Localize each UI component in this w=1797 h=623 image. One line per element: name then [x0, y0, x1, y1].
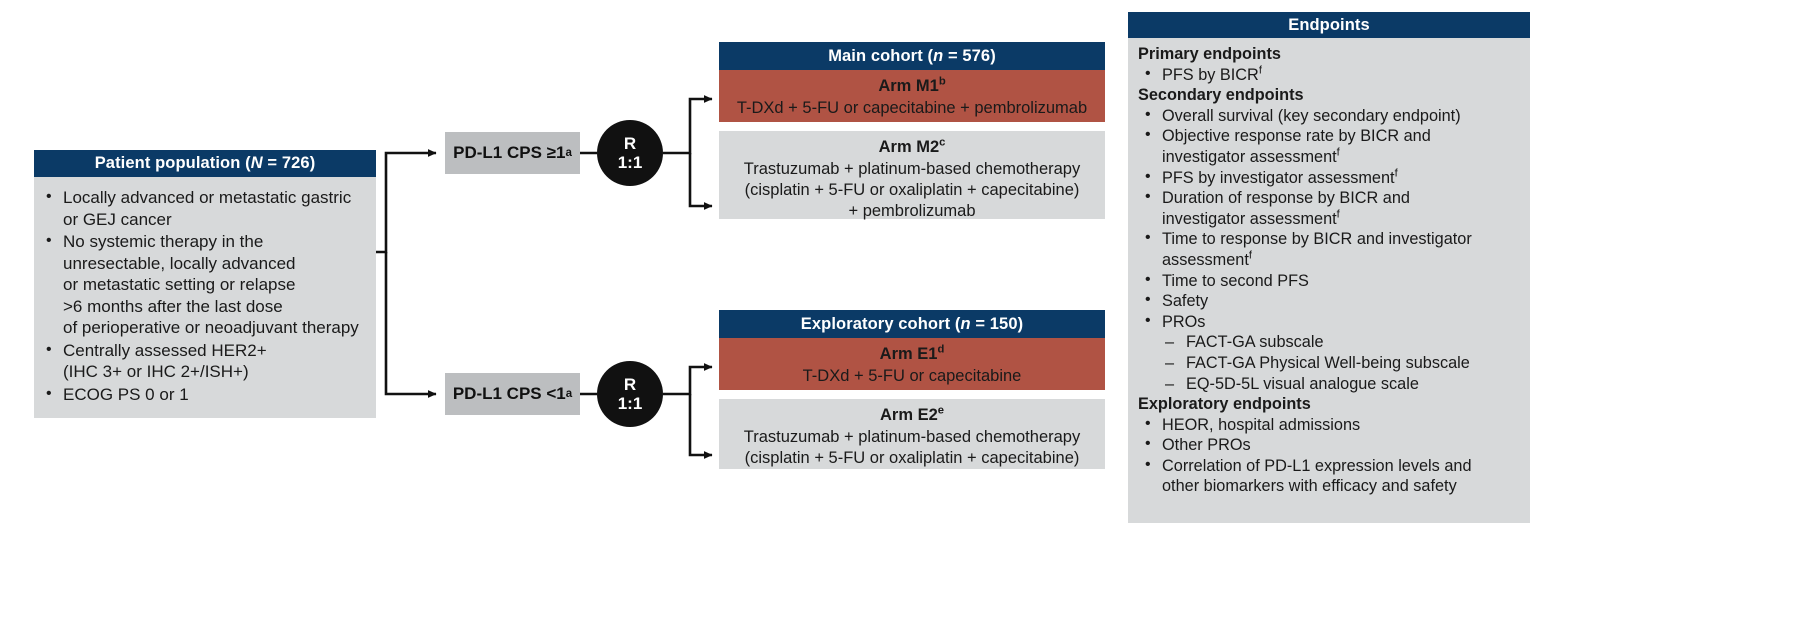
- footnote-marker: f: [1394, 167, 1398, 180]
- list-item: FACT-GA Physical Well-being subscale: [1138, 353, 1522, 374]
- secondary-endpoints-title: Secondary endpoints: [1138, 86, 1304, 105]
- list-item: Safety: [1138, 290, 1522, 312]
- exploratory-endpoints-list: HEOR, hospital admissions Other PROs Cor…: [1138, 414, 1522, 497]
- list-item: PFS by BICRf: [1138, 64, 1522, 86]
- list-item: PFS by investigator assessmentf: [1138, 167, 1522, 189]
- list-item: Other PROs: [1138, 434, 1522, 456]
- endpoints-body: Primary endpoints PFS by BICRf Secondary…: [1128, 38, 1530, 523]
- arm-e1-regimen-line: T-DXd + 5-FU or capecitabine: [802, 367, 1022, 385]
- footnote-marker: b: [938, 75, 946, 88]
- footnote-marker: f: [1336, 146, 1340, 159]
- list-item: ECOG PS 0 or 1: [42, 383, 368, 406]
- endpoints-panel: Endpoints Primary endpoints PFS by BICRf…: [1128, 12, 1530, 523]
- arm-e1-box: Arm E1d T-DXd + 5-FU or capecitabine: [719, 338, 1105, 390]
- footnote-marker: f: [1336, 208, 1340, 221]
- arm-e1-title: Arm E1d: [879, 343, 945, 363]
- list-item: Time to response by BICR and investigato…: [1138, 228, 1522, 270]
- randomization-letter: R: [623, 134, 637, 153]
- list-item: Duration of response by BICR and investi…: [1138, 187, 1522, 229]
- footnote-marker: e: [937, 404, 945, 417]
- footnote-marker: f: [1248, 249, 1252, 262]
- arm-m2-box: Arm M2c Trastuzumab + platinum-based che…: [719, 131, 1105, 220]
- arm-e2-regimen-line: Trastuzumab + platinum-based chemotherap…: [743, 428, 1081, 446]
- list-item: Overall survival (key secondary endpoint…: [1138, 105, 1522, 127]
- stratum-label: PD-L1 CPS <1: [452, 384, 566, 403]
- patient-population-body: Locally advanced or metastatic gastric o…: [34, 177, 376, 418]
- list-item: No systemic therapy in the unresectable,…: [42, 230, 368, 339]
- arm-m2-title: Arm M2c: [878, 136, 946, 156]
- exploratory-cohort-header: Exploratory cohort (n = 150): [719, 310, 1105, 338]
- patient-population-header: Patient population (N = 726): [34, 150, 376, 177]
- arm-m2-regimen-line: Trastuzumab + platinum-based chemotherap…: [743, 160, 1081, 178]
- randomization-node-exploratory: R 1:1: [597, 361, 663, 427]
- list-item: Correlation of PD-L1 expression levels a…: [1138, 455, 1522, 497]
- main-cohort-block: Main cohort (n = 576) Arm M1b T-DXd + 5-…: [719, 42, 1105, 220]
- arm-e2-box: Arm E2e Trastuzumab + platinum-based che…: [719, 399, 1105, 469]
- list-item: Centrally assessed HER2+ (IHC 3+ or IHC …: [42, 339, 368, 383]
- randomization-letter: R: [623, 375, 637, 394]
- footnote-marker: f: [1258, 64, 1262, 77]
- footnote-marker: d: [937, 343, 945, 356]
- exploratory-cohort-block: Exploratory cohort (n = 150) Arm E1d T-D…: [719, 310, 1105, 469]
- patient-population-criteria-list: Locally advanced or metastatic gastric o…: [42, 186, 368, 406]
- pro-subitems-list: FACT-GA subscale FACT-GA Physical Well-b…: [1138, 332, 1522, 394]
- arm-m1-regimen-line: T-DXd + 5-FU or capecitabine + pembroliz…: [736, 99, 1088, 117]
- footnote-marker: c: [939, 136, 946, 149]
- arm-m1-box: Arm M1b T-DXd + 5-FU or capecitabine + p…: [719, 70, 1105, 122]
- primary-endpoints-list: PFS by BICRf: [1138, 64, 1522, 86]
- list-item: HEOR, hospital admissions: [1138, 414, 1522, 436]
- arm-m1-title: Arm M1b: [878, 75, 946, 95]
- arm-m2-regimen-line: (cisplatin + 5-FU or oxaliplatin + capec…: [744, 181, 1080, 199]
- randomization-ratio: 1:1: [617, 394, 643, 413]
- patient-population-box: Patient population (N = 726) Locally adv…: [34, 150, 376, 418]
- list-item: FACT-GA subscale: [1138, 332, 1522, 353]
- list-item: PROs: [1138, 311, 1522, 333]
- list-item: Locally advanced or metastatic gastric o…: [42, 186, 368, 230]
- arm-m2-regimen-line: + pembrolizumab: [848, 202, 976, 220]
- stratum-label: PD-L1 CPS ≥1: [453, 143, 566, 162]
- patient-population-n: 726: [281, 154, 310, 172]
- arm-e2-regimen-line: (cisplatin + 5-FU or oxaliplatin + capec…: [744, 449, 1080, 467]
- main-cohort-header: Main cohort (n = 576): [719, 42, 1105, 70]
- list-item: Objective response rate by BICR and inve…: [1138, 125, 1522, 167]
- list-item: EQ-5D-5L visual analogue scale: [1138, 374, 1522, 395]
- arm-e2-title: Arm E2e: [879, 404, 945, 424]
- randomization-node-main: R 1:1: [597, 120, 663, 186]
- exploratory-endpoints-title: Exploratory endpoints: [1138, 395, 1311, 414]
- secondary-endpoints-list: Overall survival (key secondary endpoint…: [1138, 105, 1522, 333]
- primary-endpoints-title: Primary endpoints: [1138, 45, 1281, 63]
- randomization-ratio: 1:1: [617, 153, 643, 172]
- endpoints-header: Endpoints: [1128, 12, 1530, 38]
- list-item: Time to second PFS: [1138, 270, 1522, 292]
